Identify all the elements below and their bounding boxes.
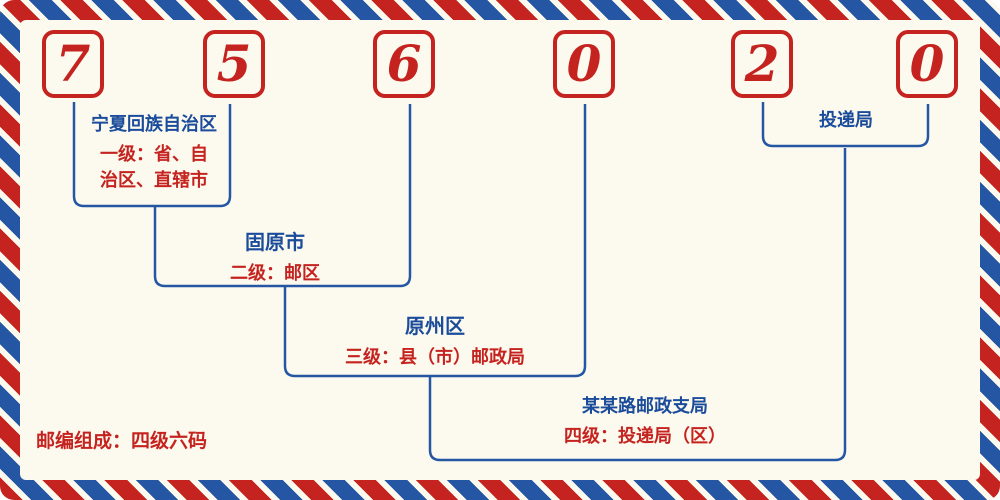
digit-box-6: 0 [896,30,958,98]
label-level1: 宁夏回族自治区 一级：省、自 治区、直辖市 [68,110,240,194]
digit-1: 7 [55,34,91,93]
digit-box-4: 0 [553,30,615,98]
label-level2: 固原市 二级：邮区 [165,226,385,287]
level3-name: 原州区 [405,314,465,338]
digit-2: 5 [216,34,252,93]
label-delivery-office: 投递局 [770,106,922,138]
composition-note: 邮编组成：四级六码 [36,430,208,452]
level2-name: 固原市 [245,230,305,254]
level4-name: 某某路邮政支局 [582,396,708,417]
delivery-office-name: 投递局 [819,110,873,131]
level2-desc: 二级：邮区 [230,263,320,284]
digit-3: 6 [386,34,422,93]
digit-box-1: 7 [42,30,104,98]
level1-name: 宁夏回族自治区 [91,114,217,135]
digit-box-3: 6 [373,30,435,98]
digit-box-5: 2 [731,30,793,98]
digit-6: 0 [909,34,945,93]
digit-4: 0 [566,34,602,93]
level1-desc-line1: 一级：省、自 [100,144,208,165]
label-level4: 某某路邮政支局 四级：投递局（区） [490,392,800,450]
label-level3: 原州区 三级：县（市）邮政局 [290,310,580,371]
level3-desc: 三级：县（市）邮政局 [345,347,525,368]
digit-box-2: 5 [203,30,265,98]
level1-desc-line2: 治区、直辖市 [100,170,208,191]
digit-5: 2 [744,34,780,93]
level4-desc: 四级：投递局（区） [564,426,726,447]
